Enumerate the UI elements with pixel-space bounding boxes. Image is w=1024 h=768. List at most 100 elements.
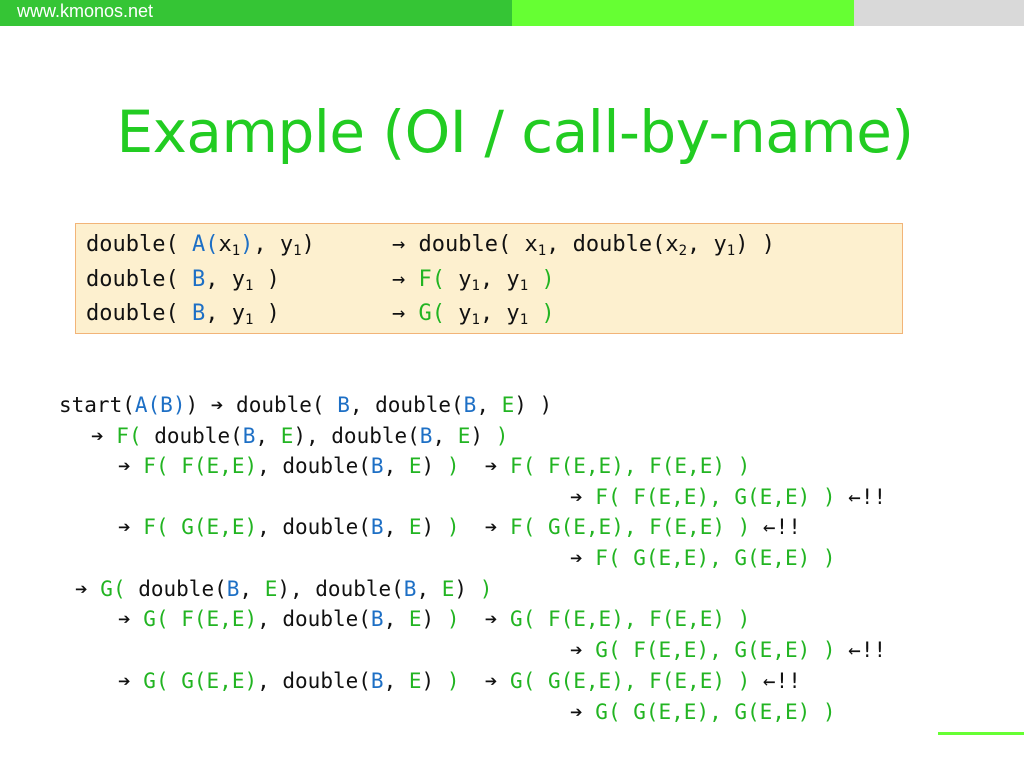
- text: ), double(: [293, 424, 420, 448]
- term-GEE: G(E,E): [181, 515, 258, 539]
- trace-line-6: ➔ F( G(E,E), G(E,E) ): [570, 543, 836, 574]
- term-G-close: ): [479, 577, 493, 601]
- trace-line-4: ➔ F( F(E,E), G(E,E) ) ←!!: [570, 482, 886, 513]
- text: ): [421, 607, 447, 631]
- top-bar-segment-gray: [854, 0, 1024, 26]
- text: , y: [253, 232, 294, 257]
- text: ,: [383, 454, 409, 478]
- text: ,: [383, 669, 409, 693]
- reduction-arrow: ➔: [459, 607, 511, 631]
- result-term: F( F(E,E), F(E,E) ): [510, 454, 751, 478]
- text: , y: [205, 267, 245, 292]
- text: , y: [479, 267, 520, 292]
- text: [405, 267, 418, 292]
- text: ): [301, 232, 315, 257]
- term-B: B: [419, 424, 433, 448]
- term-B: B: [160, 393, 173, 417]
- text: [169, 607, 182, 631]
- result-term: F( G(E,E), G(E,E) ): [595, 546, 836, 570]
- text: double(: [86, 301, 192, 326]
- text: ): [253, 301, 280, 326]
- trace-line-2: ➔ F( double(B, E), double(B, E) ): [91, 421, 508, 452]
- term-F-close: ): [528, 267, 555, 292]
- text: double(: [125, 577, 227, 601]
- text: start(: [59, 393, 135, 417]
- text: ) ): [735, 232, 775, 257]
- text: , double(: [257, 669, 371, 693]
- term-F: F(: [418, 267, 446, 292]
- term-F-close: ): [446, 515, 460, 539]
- term-F: F(: [143, 454, 169, 478]
- term-B: B: [191, 267, 206, 292]
- text: ,: [476, 393, 502, 417]
- text: , double(: [257, 454, 371, 478]
- text: [169, 515, 182, 539]
- rule-arrow: →: [392, 301, 406, 326]
- rewrite-rules-box: double( A(x1), y1) → double( x1, double(…: [75, 223, 903, 334]
- result-term: G( G(E,E), F(E,E) ): [510, 669, 751, 693]
- reduction-arrow: ➔: [570, 638, 596, 662]
- rule-1-lhs: double( A(x1), y1): [86, 228, 315, 262]
- subscript: 1: [537, 243, 547, 259]
- trace-line-11: ➔ G( G(E,E), G(E,E) ): [570, 697, 836, 728]
- reduction-arrow: ➔: [570, 700, 596, 724]
- text: , y: [687, 232, 727, 257]
- text: , y: [479, 301, 520, 326]
- term-B: B: [191, 301, 206, 326]
- term-B: B: [226, 577, 240, 601]
- text: [405, 301, 418, 326]
- term-G: G(: [143, 607, 169, 631]
- reduction-arrow: ➔: [459, 669, 511, 693]
- reduction-arrow: ➔: [91, 424, 117, 448]
- text: y: [445, 267, 472, 292]
- reduction-arrow: ➔: [570, 546, 596, 570]
- reduction-arrow: ➔: [118, 607, 144, 631]
- result-term: G( F(E,E), F(E,E) ): [510, 607, 751, 631]
- text: ): [421, 454, 447, 478]
- trace-line-3: ➔ F( F(E,E), double(B, E) ) ➔ F( F(E,E),…: [118, 451, 750, 482]
- back-arrow-mark: ←!!: [848, 485, 887, 509]
- trace-line-1: start(A(B)) ➔ double( B, double(B, E) ): [59, 390, 552, 421]
- top-bar-segment-light-green: [512, 0, 854, 26]
- term-B: B: [242, 424, 256, 448]
- text: double(: [141, 424, 243, 448]
- rule-1-rhs: → double( x1, double(x2, y1) ): [392, 228, 775, 262]
- text: [169, 669, 182, 693]
- term-B: B: [403, 577, 417, 601]
- term-G-close: ): [446, 607, 460, 631]
- trace-line-9: ➔ G( F(E,E), G(E,E) ) ←!!: [570, 635, 886, 666]
- subscript: 1: [519, 312, 529, 328]
- back-arrow-mark: ←!!: [762, 669, 801, 693]
- term-G-close: ): [446, 669, 460, 693]
- reduction-arrow: ➔ double(: [198, 393, 338, 417]
- site-url: www.kmonos.net: [17, 1, 154, 21]
- trace-line-10: ➔ G( G(E,E), double(B, E) ) ➔ G( G(E,E),…: [118, 666, 801, 697]
- text: ): [470, 424, 496, 448]
- term-E: E: [501, 393, 515, 417]
- term-E: E: [280, 424, 294, 448]
- subscript: 1: [293, 243, 302, 259]
- term-A: A(: [134, 393, 161, 417]
- term-E: E: [264, 577, 278, 601]
- term-FEE: F(E,E): [181, 454, 258, 478]
- result-term: F( G(E,E), F(E,E) ): [510, 515, 751, 539]
- text: ): [253, 267, 280, 292]
- reduction-arrow: ➔: [75, 577, 101, 601]
- term-G: G(: [143, 669, 169, 693]
- top-bar-segment-dark-green: [0, 0, 512, 26]
- text: ,: [255, 424, 281, 448]
- result-term: F( F(E,E), G(E,E) ): [595, 485, 836, 509]
- text: , double(x: [546, 232, 679, 257]
- term-A-close: ): [172, 393, 186, 417]
- subscript: 1: [244, 312, 254, 328]
- text: ) ): [514, 393, 553, 417]
- text: y: [445, 301, 472, 326]
- text: x: [218, 232, 232, 257]
- text: ,: [416, 577, 442, 601]
- subscript: 1: [519, 278, 529, 294]
- back-arrow-mark: ←!!: [762, 515, 801, 539]
- reduction-arrow: ➔: [459, 454, 511, 478]
- text: [836, 638, 849, 662]
- reduction-arrow: ➔: [118, 454, 144, 478]
- text: ), double(: [277, 577, 404, 601]
